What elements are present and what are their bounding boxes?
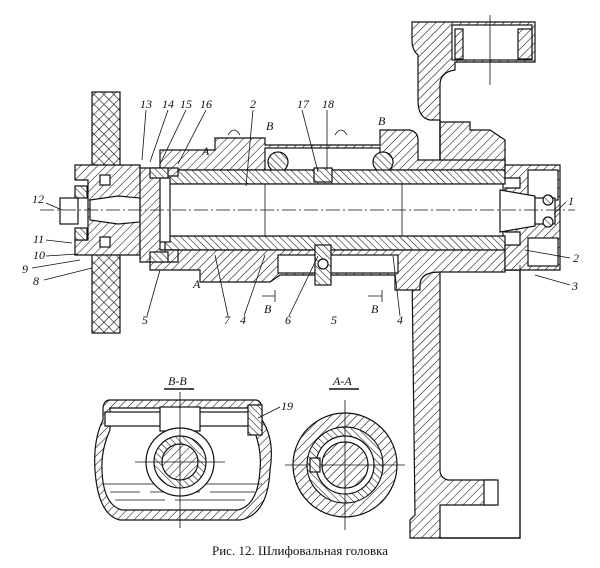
spindle-housing [149,129,506,291]
section-title-a-a: А-А [332,374,352,388]
figure-caption: Рис. 12. Шлифовальная головка [211,543,388,558]
label-15: 15 [180,97,192,111]
label-13: 13 [140,97,152,111]
label-2-right: 2 [573,251,579,265]
label-7: 7 [224,313,231,327]
right-end-cap [499,164,561,300]
label-1: 1 [568,194,574,208]
label-17: 17 [297,97,310,111]
label-9: 9 [22,262,28,276]
section-b-b [94,392,272,528]
label-12: 12 [32,192,44,206]
label-16: 16 [200,97,212,111]
machine-frame [409,15,536,539]
section-marker-b-top-left: В [266,119,274,133]
label-5: 5 [331,313,337,327]
label-10: 10 [33,248,45,262]
section-marker-b-bottom-right: В [371,302,379,316]
grinding-wheel [59,91,179,334]
label-2-top: 2 [250,97,256,111]
section-marker-a-bottom: А [192,277,201,291]
label-14: 14 [162,97,174,111]
part-labels: 12 11 10 9 8 13 14 15 16 2 17 18 1 2 3 5… [22,97,579,419]
label-18: 18 [322,97,334,111]
label-5-left: 5 [142,313,148,327]
section-a-a [285,400,405,530]
section-marker-a-top: А [201,144,210,158]
section-marker-b-bottom-left: В [264,302,272,316]
section-marker-b-top-right: В [378,114,386,128]
label-11: 11 [33,232,44,246]
section-title-b-b: В-В [168,374,187,388]
label-8: 8 [33,274,39,288]
label-19: 19 [281,399,293,413]
label-4-left: 4 [240,313,246,327]
label-6: 6 [285,313,291,327]
label-4-right: 4 [397,313,403,327]
label-3: 3 [571,279,578,293]
